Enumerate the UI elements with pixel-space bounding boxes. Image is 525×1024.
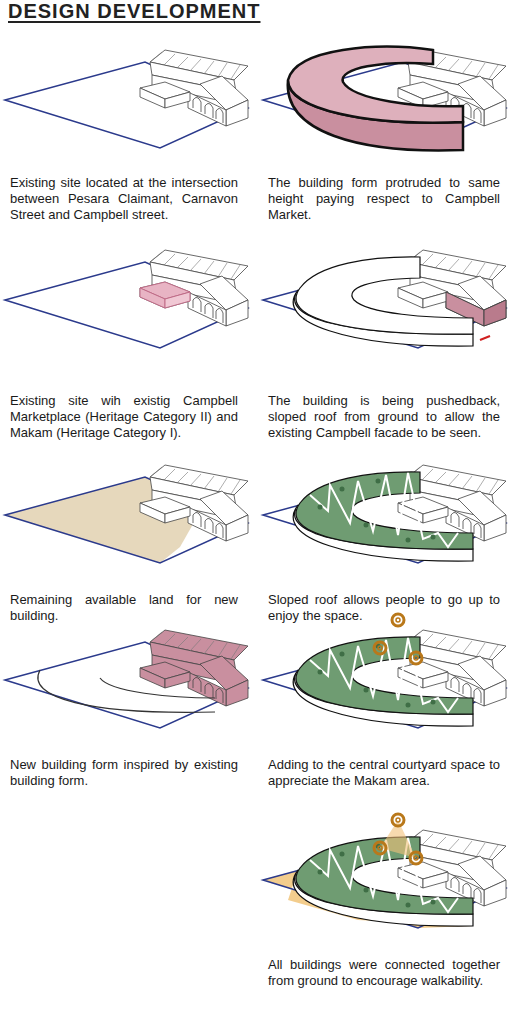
courtyard-sketch <box>263 614 506 728</box>
step-caption: Existing site wih existig Campbell Marke… <box>10 393 238 441</box>
step-caption: Adding to the central courtyard space to… <box>268 757 500 789</box>
step-caption: All buildings were connected together fr… <box>268 957 500 989</box>
massing-sketch <box>263 47 506 151</box>
step-caption: Sloped roof allows people to go up to en… <box>268 592 500 624</box>
heritage-sketch <box>5 250 248 348</box>
step-caption: Remaining available land for new buildin… <box>10 592 238 624</box>
site-sketch <box>5 50 248 148</box>
roof-sketch <box>263 465 506 563</box>
step-caption: The building form protruded to same heig… <box>268 175 500 223</box>
land-sketch <box>5 465 248 563</box>
walkability-sketch <box>263 814 506 928</box>
step-caption: The building is being pushedback, sloped… <box>268 393 500 441</box>
form-sketch <box>5 630 248 728</box>
pushback-sketch <box>263 250 506 348</box>
step-caption: New building form inspired by existing b… <box>10 757 238 789</box>
step-caption: Existing site located at the intersectio… <box>10 175 238 223</box>
page-title: DESIGN DEVELOPMENT <box>8 0 260 23</box>
